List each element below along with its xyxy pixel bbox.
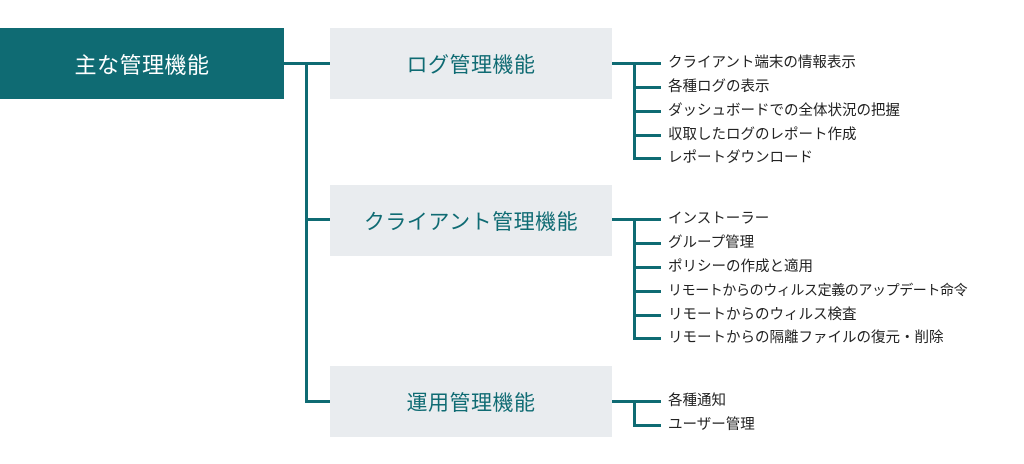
tick-log-3 — [633, 134, 661, 137]
list-item: グループ管理 — [668, 235, 755, 251]
connector-client — [612, 218, 636, 221]
root-node: 主な管理機能 — [0, 28, 284, 99]
tick-client-3 — [633, 290, 661, 293]
list-item: リモートからのウィルス検査 — [668, 307, 857, 323]
category-client-label: クライアント管理機能 — [363, 209, 579, 234]
branch-client — [305, 218, 330, 221]
vline-ops — [633, 400, 636, 427]
root-connector — [284, 62, 308, 65]
list-item: リモートからのウィルス定義のアップデート命令 — [668, 283, 968, 299]
list-item: インストーラー — [668, 211, 770, 227]
tick-log-2 — [633, 110, 661, 113]
category-log-label: ログ管理機能 — [406, 52, 536, 77]
branch-log — [305, 62, 330, 65]
tick-client-2 — [633, 266, 661, 269]
tick-client-5 — [633, 337, 661, 340]
list-item: レポートダウンロード — [668, 150, 813, 166]
list-item: 各種通知 — [668, 393, 726, 409]
tick-client-1 — [633, 242, 661, 245]
tick-log-0 — [633, 62, 661, 65]
list-item: 各種ログの表示 — [668, 79, 770, 95]
tick-ops-0 — [633, 400, 661, 403]
list-item: ポリシーの作成と適用 — [668, 259, 813, 275]
list-item: リモートからの隔離ファイルの復元・削除 — [668, 330, 944, 346]
tick-log-1 — [633, 86, 661, 89]
connector-ops — [612, 400, 636, 403]
root-label: 主な管理機能 — [74, 53, 210, 79]
category-ops: 運用管理機能 — [330, 366, 612, 437]
vline-client — [633, 218, 636, 340]
tick-ops-1 — [633, 424, 661, 427]
category-log: ログ管理機能 — [330, 28, 612, 99]
tick-log-4 — [633, 157, 661, 160]
list-item: ダッシュボードでの全体状況の把握 — [668, 103, 900, 119]
list-item: 収取したログのレポート作成 — [668, 127, 857, 143]
trunk-line — [305, 62, 308, 403]
connector-log — [612, 62, 636, 65]
category-client: クライアント管理機能 — [330, 185, 612, 256]
list-item: クライアント端末の情報表示 — [668, 55, 856, 71]
tick-client-0 — [633, 218, 661, 221]
category-ops-label: 運用管理機能 — [406, 390, 536, 415]
tick-client-4 — [633, 314, 661, 317]
list-item: ユーザー管理 — [668, 417, 755, 433]
branch-ops — [305, 400, 330, 403]
